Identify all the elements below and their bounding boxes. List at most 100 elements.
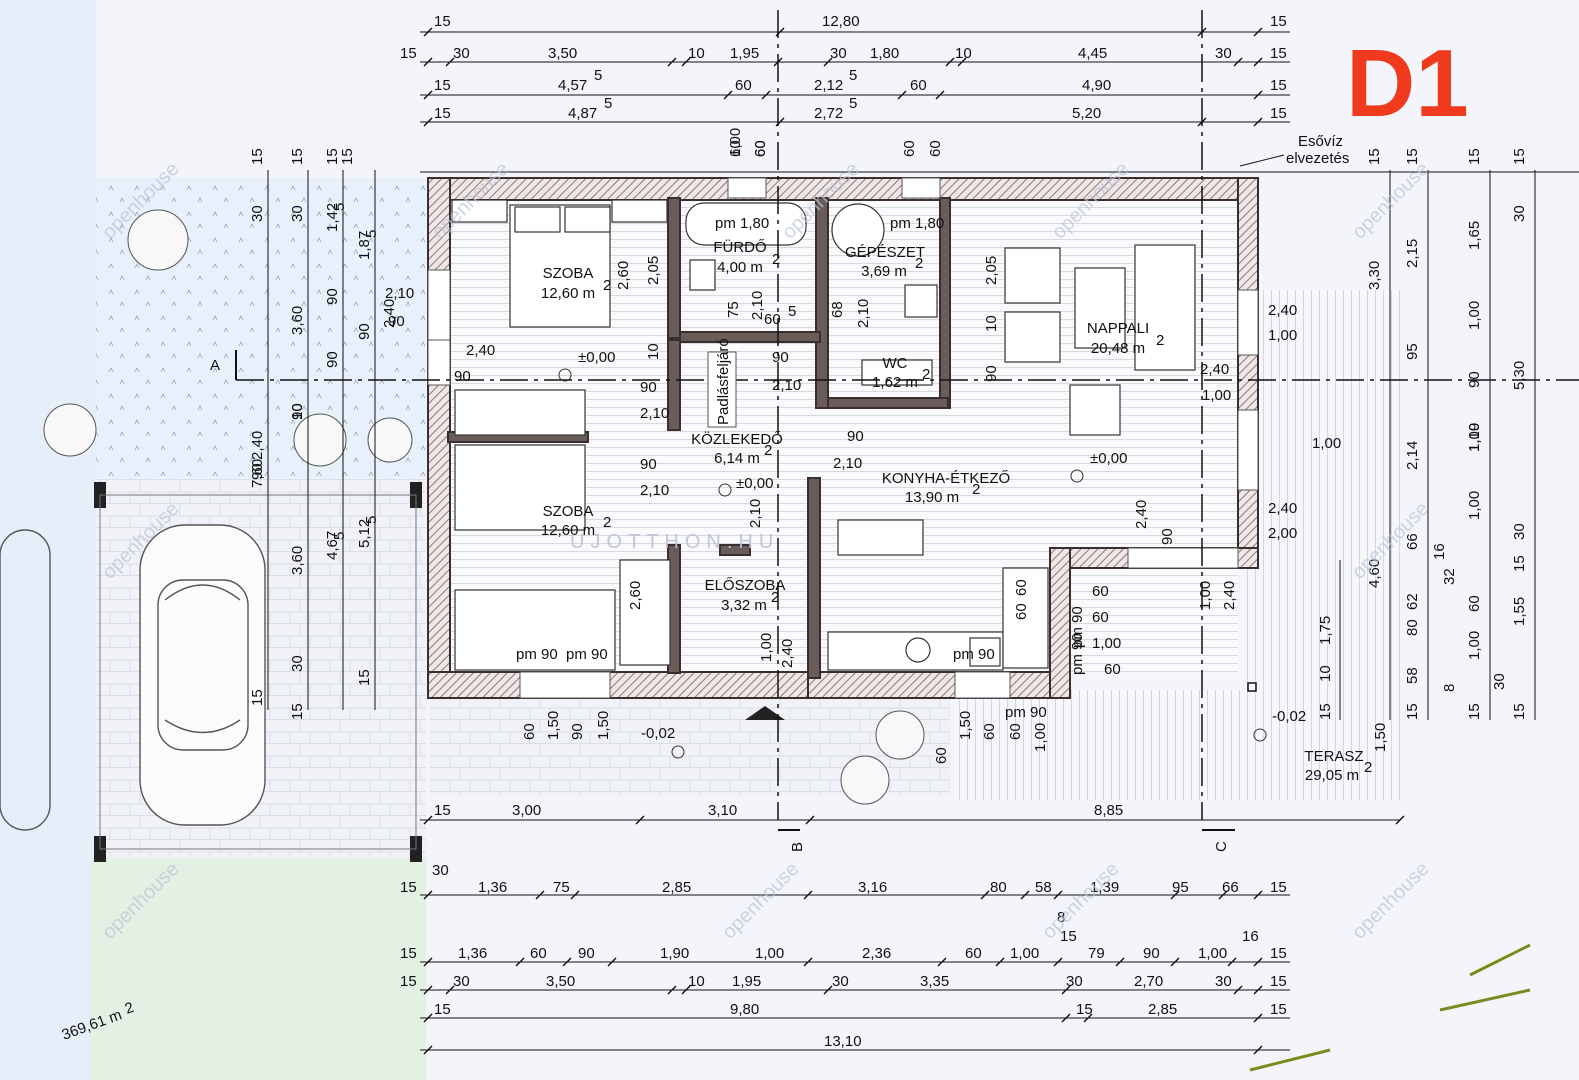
dim-opening-45: pm 90 xyxy=(1069,633,1086,675)
dim-t4-0: 15 xyxy=(434,105,451,122)
dim-opening-28: 2,40 xyxy=(466,342,495,359)
tick-h-7-5 xyxy=(1061,985,1071,995)
dim-left-0: 15 xyxy=(249,148,266,165)
tick-h-6-6 xyxy=(995,957,1005,967)
dim-right-15: 1,00 xyxy=(1466,423,1483,452)
dim-left-6: 1,42 xyxy=(324,203,341,232)
dim-b0-3: 8,85 xyxy=(1094,802,1123,819)
furniture xyxy=(451,199,1196,671)
dim-opening-10: 2,10 xyxy=(749,291,766,320)
level-terasz: -0,02 xyxy=(1272,708,1306,725)
tick-h-1-9 xyxy=(1253,57,1263,67)
dim-opening-36: 1,00 xyxy=(1312,435,1341,452)
dim-t4-4: 5 xyxy=(849,95,857,112)
dim-b4-4: 15 xyxy=(1270,1001,1287,1018)
wm-9: openhouse xyxy=(718,858,804,944)
dim-t2-7: 10 xyxy=(955,45,972,62)
tick-h-5-9 xyxy=(1253,890,1263,900)
site-top xyxy=(96,0,426,175)
dim-right-1: 15 xyxy=(1404,148,1421,165)
tick-h-5-7 xyxy=(1170,890,1180,900)
terrace-deck-south xyxy=(955,690,1395,800)
tick-h-9-0 xyxy=(423,1045,433,1055)
dim-b1-4: 2,85 xyxy=(662,879,691,896)
tick-h-5-3 xyxy=(803,890,813,900)
wm-11: openhouse xyxy=(1348,858,1434,944)
dim-left-3: 15 xyxy=(339,148,356,165)
tick-h-1-8 xyxy=(1233,57,1243,67)
tick-h-7-1 xyxy=(445,985,455,995)
rainwater-label-1: Esővíz xyxy=(1298,133,1343,150)
dim-right-16: 30 xyxy=(1511,523,1528,540)
dim-t3-8: 15 xyxy=(1270,77,1287,94)
carport-frame xyxy=(99,494,417,850)
dim-t2-10: 15 xyxy=(1270,45,1287,62)
landscape-lines xyxy=(1249,943,1531,1072)
axis-c-label: C xyxy=(1213,841,1230,852)
site-strip xyxy=(0,0,96,1080)
tick-h-1-2 xyxy=(667,57,677,67)
dim-opening-3: 60 xyxy=(927,140,944,157)
dim-opening-37: 2,40 xyxy=(1133,500,1150,529)
dim-left-8: 1,87 xyxy=(356,231,373,260)
dim-opening-25: 90 xyxy=(772,349,789,366)
dim-right-21: 62 xyxy=(1404,593,1421,610)
trees xyxy=(43,209,925,805)
entrance-marker xyxy=(745,706,785,720)
dim-opening-69: 60 xyxy=(1013,579,1030,596)
dim-b3-6: 3,35 xyxy=(920,973,949,990)
dim-left-9: 5 xyxy=(363,230,380,238)
dim-b1-2: 1,36 xyxy=(478,879,507,896)
dim-opening-0: 60 xyxy=(727,140,744,157)
dim-b2-10: 90 xyxy=(1143,945,1160,962)
dim-left-26: 15 xyxy=(249,689,266,706)
dim-b1-6: 80 xyxy=(990,879,1007,896)
dim-opening-70: 1,00 xyxy=(727,128,744,157)
wm-10: openhouse xyxy=(1038,858,1124,944)
dim-b3-7: 30 xyxy=(1066,973,1083,990)
dim-right-11: 1,00 xyxy=(1466,491,1483,520)
dim-opening-11: 60 xyxy=(764,311,781,328)
tick-h-2-4 xyxy=(935,90,945,100)
dim-b2-5: 1,00 xyxy=(755,945,784,962)
dim-b1-7: 58 xyxy=(1035,879,1052,896)
dim-opening-67: 2,40 xyxy=(779,639,796,668)
dim-opening-47: 60 xyxy=(1092,609,1109,626)
outer-walls xyxy=(427,177,1259,699)
tick-h-8-1 xyxy=(1061,1013,1071,1023)
tick-h-3-0 xyxy=(423,117,433,127)
dim-t1-0: 15 xyxy=(434,13,451,30)
dim-right-18: 66 xyxy=(1404,533,1421,550)
tick-h-4-0 xyxy=(423,815,433,825)
dim-t2-6: 1,80 xyxy=(870,45,899,62)
dim-t3-6: 60 xyxy=(910,77,927,94)
car-outline xyxy=(0,524,266,831)
dim-opening-38: 90 xyxy=(1159,528,1176,545)
dim-right-19: 16 xyxy=(1431,543,1448,560)
dim-opening-7: 2,05 xyxy=(645,256,662,285)
dim-left-5: 30 xyxy=(289,205,306,222)
dim-b2-7: 60 xyxy=(965,945,982,962)
dim-opening-20: 2,10 xyxy=(640,405,669,422)
dim-opening-15: 10 xyxy=(645,343,662,360)
dim-opening-64: 10 xyxy=(1317,665,1334,682)
dim-t4-1: 4,87 xyxy=(568,105,597,122)
dim-t4-5: 5,20 xyxy=(1072,105,1101,122)
dim-left-14: 2,40 xyxy=(381,299,398,328)
dim-opening-13: 68 xyxy=(829,301,846,318)
dim-right-13: 1,19 xyxy=(1466,423,1483,452)
dim-t4-6: 15 xyxy=(1270,105,1287,122)
room-konyha-sup: 2 xyxy=(972,481,980,498)
dim-b2-12: 15 xyxy=(1270,945,1287,962)
dim-left-10: 90 xyxy=(324,288,341,305)
tick-h-5-2 xyxy=(570,890,580,900)
level-kozlekedo: ±0,00 xyxy=(736,475,773,492)
dim-right-29: 30 xyxy=(1491,673,1508,690)
dim-t3-7: 4,90 xyxy=(1082,77,1111,94)
tick-h-2-5 xyxy=(1253,90,1263,100)
dim-opening-51: 2,40 xyxy=(1221,581,1238,610)
room-terasz-sup: 2 xyxy=(1364,759,1372,776)
tick-h-2-3 xyxy=(897,90,907,100)
room-gepeszet-name: GÉPÉSZET xyxy=(845,244,925,261)
